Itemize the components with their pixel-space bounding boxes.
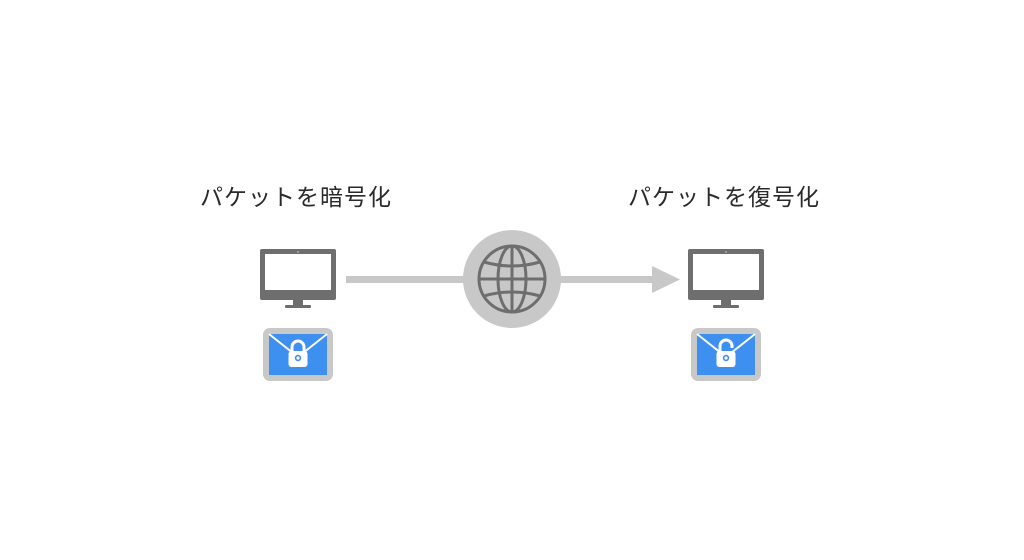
receiver-caption: パケットを復号化 xyxy=(628,185,820,211)
sender-caption: パケットを暗号化 xyxy=(200,185,392,211)
globe-icon xyxy=(463,230,561,328)
sender-monitor-icon xyxy=(260,249,336,308)
connector-arrow-right xyxy=(555,266,680,293)
lock-open-icon xyxy=(716,338,736,367)
receiver-monitor-icon xyxy=(688,249,764,308)
locked-envelope-icon xyxy=(263,328,333,381)
unlocked-envelope-icon xyxy=(691,328,761,381)
connector-line-left xyxy=(346,276,470,283)
lock-closed-icon xyxy=(288,339,308,367)
